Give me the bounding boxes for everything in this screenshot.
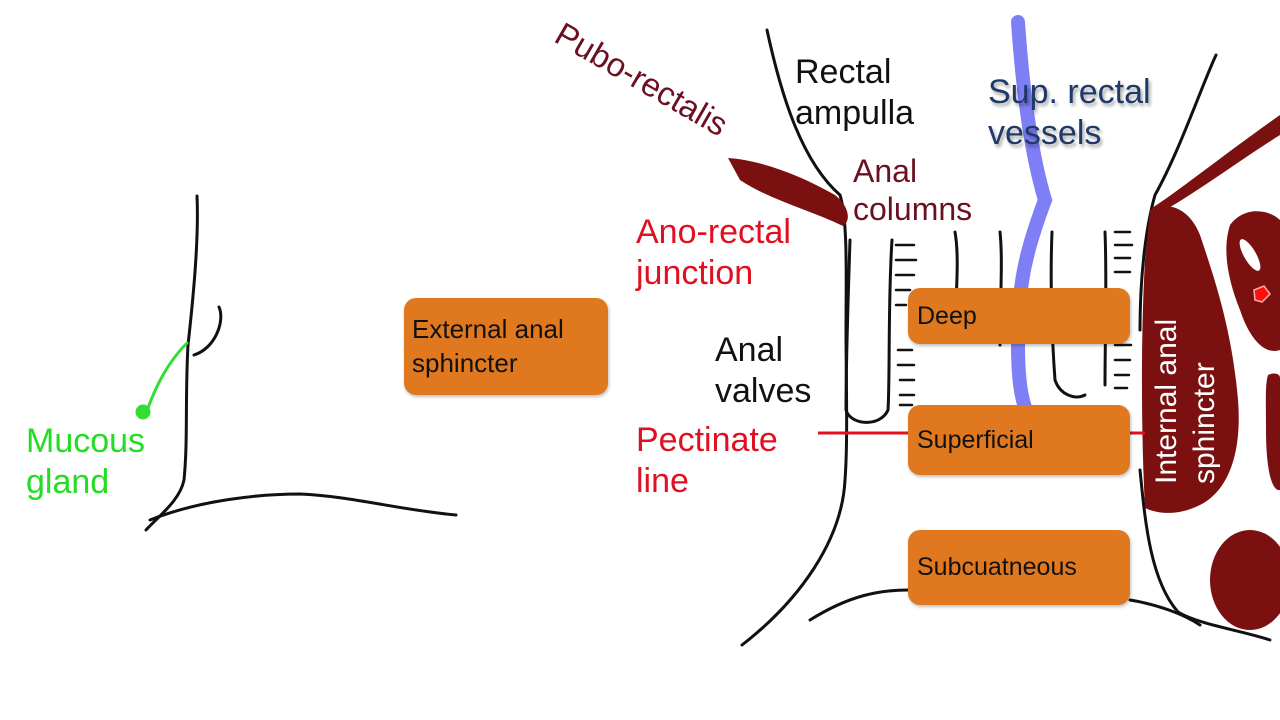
internal-anal-sphincter-line-1: Internal anal <box>1150 318 1183 484</box>
subcutaneous-part-label: Subcuatneous <box>917 553 1077 581</box>
anorectal-junction-label: Ano-rectal junction <box>636 212 791 294</box>
anal-column-1 <box>844 238 894 424</box>
pectinate-line-label: Pectinate line <box>636 420 778 502</box>
superficial-part-box: Superficial <box>908 405 1130 475</box>
anal-valves-line-1: Anal <box>715 331 784 369</box>
pubo-rectalis-right-muscle <box>1152 115 1280 210</box>
external-sphincter-superficial-muscle <box>1265 373 1280 491</box>
sup-rectal-vessels-line-1: Sup. rectal <box>988 73 1151 111</box>
valve-ticks-right <box>1113 230 1134 390</box>
sup-rectal-vessel <box>1011 15 1053 417</box>
left-crypt-curve <box>192 305 223 357</box>
rectal-ampulla-line-2: ampulla <box>795 93 915 132</box>
anorectal-junction-line-2: junction <box>636 253 754 292</box>
subcutaneous-part-box: Subcuatneous <box>908 530 1130 605</box>
pectinate-line-line-1: Pectinate <box>636 421 778 459</box>
anal-column-4 <box>1049 230 1087 399</box>
rectal-ampulla-line-1: Rectal <box>795 53 892 91</box>
mucous-gland-label: Mucous gland <box>26 421 145 503</box>
internal-anal-sphincter-muscle <box>1141 206 1239 513</box>
anal-valves-line-2: valves <box>715 371 812 410</box>
deep-part-box: Deep <box>908 288 1130 344</box>
external-sphincter-deep-muscle <box>1226 211 1280 351</box>
mucous-gland-duct <box>146 341 189 410</box>
right-lower-wall <box>1138 468 1272 642</box>
internal-anal-sphincter-line-2: sphincter <box>1187 362 1221 484</box>
external-anal-sphincter-box: External anal sphincter <box>404 298 608 395</box>
anal-valves-label: Anal valves <box>715 330 811 412</box>
rectal-ampulla-label: Rectal ampulla <box>795 52 914 134</box>
sup-rectal-vessels-label: Sup. rectal vessels <box>988 72 1151 154</box>
anorectal-junction-line-1: Ano-rectal <box>636 213 791 251</box>
internal-anal-sphincter-label: Internal anal sphincter <box>1148 319 1223 484</box>
anal-verge-left <box>808 588 910 622</box>
mucous-gland-line-2: gland <box>26 462 110 501</box>
external-sphincter-subcutaneous-muscle <box>1210 530 1280 630</box>
mucous-gland <box>135 341 189 420</box>
anal-verge-right <box>1128 598 1202 627</box>
external-anal-sphincter-line-1: External anal <box>412 313 564 344</box>
muscles <box>728 115 1280 630</box>
external-anal-sphincter-line-2: sphincter <box>412 347 518 378</box>
right-rectal-wall <box>1138 53 1218 332</box>
valve-ticks-left <box>894 243 918 407</box>
red-vessel-dot <box>1253 285 1271 303</box>
mucous-gland-line-1: Mucous <box>26 422 146 460</box>
left-floor-line <box>148 492 458 522</box>
muscle-lumen <box>1239 239 1261 271</box>
anal-columns-line-2: columns <box>853 191 973 228</box>
sup-rectal-vessels-line-2: vessels <box>988 113 1102 152</box>
anal-columns-line-1: Anal <box>853 153 918 189</box>
superficial-part-label: Superficial <box>917 425 1034 454</box>
pectinate-line-line-2: line <box>636 461 689 500</box>
deep-part-label: Deep <box>917 301 977 330</box>
pubo-rectalis-muscle <box>728 158 848 226</box>
anal-columns-label: Anal columns <box>853 152 972 229</box>
left-vertical-wall <box>144 194 199 532</box>
left-sketch <box>144 194 458 532</box>
mucous-gland-body <box>135 404 151 420</box>
